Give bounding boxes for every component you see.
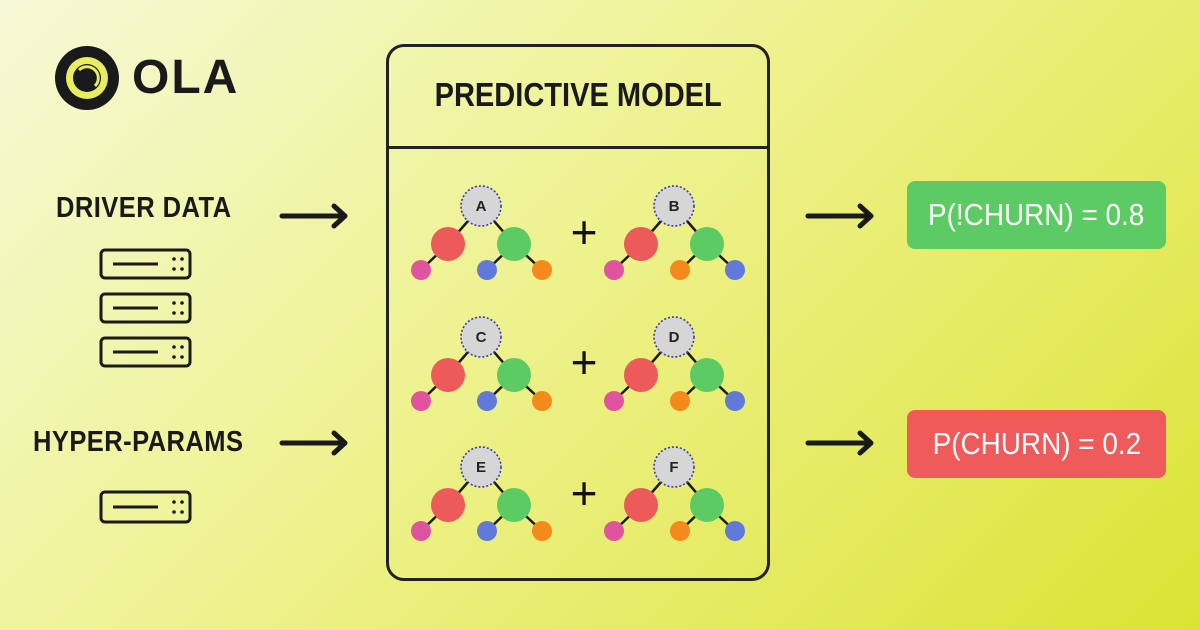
arrow-icon-output-no-churn bbox=[805, 203, 874, 229]
no-churn-text: P(!CHURN) = 0.8 bbox=[928, 197, 1145, 232]
tree-root-node-e bbox=[460, 446, 502, 488]
green-node bbox=[497, 358, 531, 392]
driver-data-label: DRIVER DATA bbox=[56, 192, 232, 224]
red-node bbox=[431, 358, 465, 392]
tree-label-b: B bbox=[669, 198, 680, 215]
tree-root-node-f bbox=[653, 446, 695, 488]
green-node bbox=[690, 227, 724, 261]
red-node bbox=[624, 358, 658, 392]
red-node bbox=[624, 488, 658, 522]
arrow-icon-driver-data bbox=[279, 203, 348, 229]
model-title: PREDICTIVE MODEL bbox=[386, 76, 770, 114]
pink-leaf-node bbox=[604, 260, 624, 280]
arrow-icon-output-churn bbox=[805, 430, 874, 456]
leaf-node bbox=[532, 260, 552, 280]
leaf-node bbox=[670, 521, 690, 541]
tree-label-e: E bbox=[476, 459, 486, 476]
green-node bbox=[690, 488, 724, 522]
tree-label-d: D bbox=[669, 329, 680, 346]
pink-leaf-node bbox=[411, 260, 431, 280]
model-title-text: PREDICTIVE MODEL bbox=[434, 76, 722, 113]
hyper-params-label: HYPER-PARAMS bbox=[33, 426, 244, 458]
predictive-model-box bbox=[386, 44, 770, 581]
pink-leaf-node bbox=[411, 521, 431, 541]
pink-leaf-node bbox=[411, 391, 431, 411]
tree-root-node-a bbox=[460, 185, 502, 227]
leaf-node bbox=[725, 260, 745, 280]
tree-label-a: A bbox=[476, 198, 487, 215]
red-node bbox=[431, 227, 465, 261]
leaf-node bbox=[532, 521, 552, 541]
leaf-node bbox=[725, 391, 745, 411]
leaf-node bbox=[532, 391, 552, 411]
green-node bbox=[690, 358, 724, 392]
pink-leaf-node bbox=[604, 521, 624, 541]
plus-operator: + bbox=[571, 467, 598, 519]
model-divider bbox=[386, 146, 770, 149]
green-node bbox=[497, 227, 531, 261]
leaf-node bbox=[670, 391, 690, 411]
pink-leaf-node bbox=[604, 391, 624, 411]
tree-label-f: F bbox=[669, 459, 678, 476]
churn-result: P(CHURN) = 0.2 bbox=[907, 410, 1166, 478]
tree-root-node-d bbox=[653, 316, 695, 358]
plus-operator: + bbox=[571, 206, 598, 258]
no-churn-result: P(!CHURN) = 0.8 bbox=[907, 181, 1166, 249]
red-node bbox=[624, 227, 658, 261]
churn-text: P(CHURN) = 0.2 bbox=[932, 426, 1141, 461]
green-node bbox=[497, 488, 531, 522]
leaf-node bbox=[477, 260, 497, 280]
leaf-node bbox=[670, 260, 690, 280]
leaf-node bbox=[725, 521, 745, 541]
plus-operator: + bbox=[571, 336, 598, 388]
leaf-node bbox=[477, 521, 497, 541]
red-node bbox=[431, 488, 465, 522]
ola-logo-text: OLA bbox=[132, 51, 240, 104]
tree-root-node-b bbox=[653, 185, 695, 227]
arrow-icon-hyper-params bbox=[279, 430, 348, 456]
leaf-node bbox=[477, 391, 497, 411]
tree-label-c: C bbox=[476, 329, 487, 346]
tree-root-node-c bbox=[460, 316, 502, 358]
